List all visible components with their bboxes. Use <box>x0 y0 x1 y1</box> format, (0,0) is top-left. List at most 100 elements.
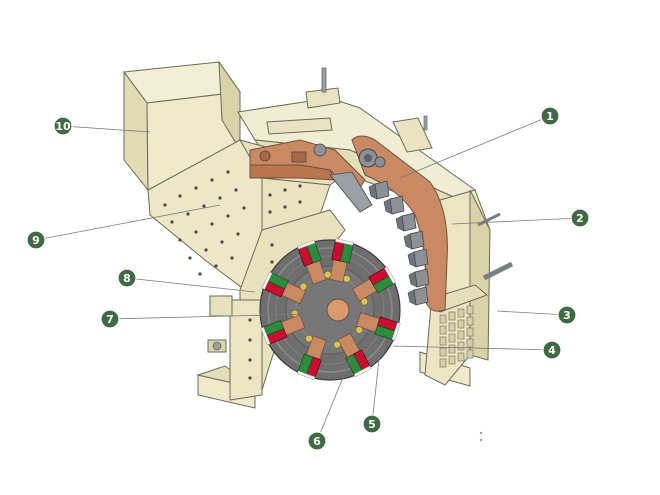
bolt-hole <box>242 206 246 210</box>
frame-grid-cell <box>439 347 447 357</box>
callout-badge-8: 8 <box>117 268 137 288</box>
frame-grid-cell <box>439 314 447 324</box>
impact-plate <box>351 135 448 312</box>
callout-badge-5: 5 <box>362 414 382 434</box>
blow-bar <box>260 309 306 346</box>
bolt-hole <box>283 188 287 192</box>
bolt-hole <box>270 260 274 264</box>
frame-grid-cell <box>457 319 465 329</box>
leader-line-9 <box>35 204 221 241</box>
callout-number-1: 1 <box>546 110 554 123</box>
callout-badge-3: 3 <box>557 305 577 325</box>
impact-plate-tooth <box>383 195 405 215</box>
callout-number-3: 3 <box>563 309 571 322</box>
impact-plate-tooth <box>407 286 429 306</box>
bolt-hole <box>204 248 208 252</box>
leader-line-2 <box>451 217 581 225</box>
bolt-hole <box>270 243 274 247</box>
frame-grid-cell <box>466 338 474 348</box>
blow-bar <box>355 312 401 341</box>
rotor-blow-bars <box>260 238 401 381</box>
bolt-hole <box>283 205 287 209</box>
bolt-hole <box>178 238 182 242</box>
frame-grid-cell <box>466 316 474 326</box>
bolt-hole <box>298 200 302 204</box>
callout-number-8: 8 <box>123 272 131 285</box>
callout-badge-4: 4 <box>542 340 562 360</box>
frame-grid-cell <box>466 327 474 337</box>
leader-line-1 <box>399 115 551 179</box>
blow-bar <box>297 334 327 381</box>
frame-grid-cell <box>457 330 465 340</box>
bolt-hole <box>178 194 182 198</box>
frame-grid <box>439 305 474 368</box>
impact-plate-tooth <box>407 248 429 268</box>
bolt-hole <box>268 193 272 197</box>
callout-number-2: 2 <box>576 212 584 225</box>
leader-line-7 <box>109 313 313 320</box>
frame-grid-cell <box>448 355 456 365</box>
bolt-hole <box>220 240 224 244</box>
blow-bar <box>261 271 308 305</box>
bolt-hole <box>230 256 234 260</box>
bolt-hole <box>226 170 230 174</box>
frame-grid-cell <box>448 333 456 343</box>
frame-grid-cell <box>457 352 465 362</box>
callout-badges: 1 2 3 4 5 6 7 8 9 10 <box>26 106 590 451</box>
bolt-hole <box>218 196 222 200</box>
bolt-hole <box>194 230 198 234</box>
bolt-hole <box>214 264 218 268</box>
impact-plate-tooth <box>408 268 430 288</box>
bolt-hole <box>202 204 206 208</box>
frame-grid-cell <box>448 311 456 321</box>
bolt-hole <box>210 222 214 226</box>
callout-badge-7: 7 <box>100 309 120 329</box>
bolt-hole <box>186 212 190 216</box>
frame-grid-cell <box>466 349 474 359</box>
bolt-hole <box>248 358 252 362</box>
callout-leader-lines <box>35 115 581 442</box>
impact-plate-teeth <box>368 180 430 306</box>
rotor <box>259 238 401 381</box>
impact-plate-tooth <box>403 230 425 250</box>
bolt-hole <box>248 376 252 380</box>
bolt-hole <box>298 184 302 188</box>
leader-line-5 <box>371 349 381 425</box>
bolt-hole <box>268 210 272 214</box>
frame-grid-cell <box>448 322 456 332</box>
blow-bar <box>333 332 372 378</box>
bolt-hole <box>234 188 238 192</box>
frame-grid-cell <box>466 305 474 315</box>
bolt-hole <box>198 272 202 276</box>
callout-number-4: 4 <box>548 344 556 357</box>
bolt-hole <box>236 232 240 236</box>
callout-number-6: 6 <box>313 435 321 448</box>
stray-marks <box>479 431 483 442</box>
impact-plate-tooth <box>368 180 390 200</box>
callout-badge-2: 2 <box>570 208 590 228</box>
bearing-seat <box>207 295 233 353</box>
callout-badge-1: 1 <box>540 106 560 126</box>
callout-number-9: 9 <box>32 234 40 247</box>
bolt-hole <box>226 214 230 218</box>
bolt-hole <box>210 178 214 182</box>
frame-grid-cell <box>439 336 447 346</box>
bolt-hole <box>163 203 167 207</box>
frame-grid-cell <box>457 308 465 318</box>
leader-line-3 <box>496 310 568 316</box>
blow-bar <box>328 238 354 283</box>
blow-bar <box>351 266 397 306</box>
feed-hopper <box>123 60 241 192</box>
bolt-hole <box>248 318 252 322</box>
frame-grid-cell <box>457 341 465 351</box>
callout-badge-9: 9 <box>26 230 46 250</box>
bolt-hole <box>194 186 198 190</box>
callout-number-10: 10 <box>55 120 71 133</box>
rotor-shaft <box>326 298 350 322</box>
bolt-hole <box>248 338 252 342</box>
housing-bolt-holes <box>163 170 302 380</box>
callout-badge-6: 6 <box>307 431 327 451</box>
bolt-hole <box>170 220 174 224</box>
right-housing-frame <box>423 189 514 386</box>
